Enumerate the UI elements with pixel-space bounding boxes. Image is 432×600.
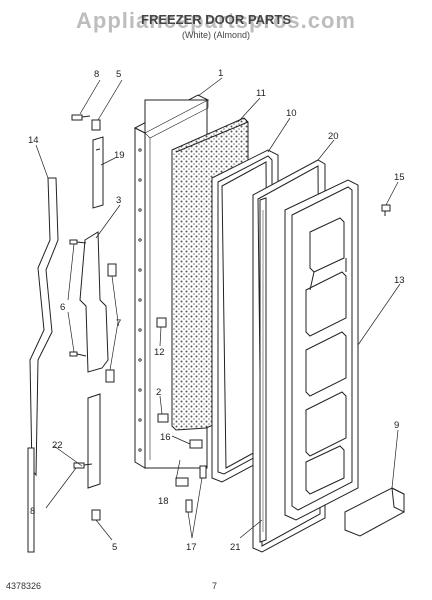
part-handle[interactable] (79, 231, 109, 373)
part-door-liner[interactable] (284, 179, 359, 521)
document-number: 4378326 (6, 581, 42, 591)
part-lower-handle-bracket[interactable] (87, 393, 101, 489)
screw-icon[interactable] (71, 114, 91, 121)
watermark-text: Appliancepartspros.com (76, 8, 356, 33)
screw-icon[interactable] (69, 239, 87, 245)
callout-label: 21 (230, 542, 241, 553)
screw-icon[interactable] (185, 499, 193, 513)
part-door-trim-strip[interactable] (259, 197, 267, 543)
callout-label: 1 (218, 68, 223, 79)
part-lower-trim[interactable] (27, 447, 35, 553)
callout-label: 5 (116, 69, 121, 80)
part-door-stop[interactable] (157, 413, 169, 423)
plug-icon[interactable] (91, 119, 101, 131)
callout-label: 10 (286, 108, 297, 119)
callout-label: 6 (60, 302, 65, 313)
callout-label: 3 (116, 195, 121, 206)
callout-label: 7 (116, 318, 121, 329)
screw-icon[interactable] (199, 465, 207, 479)
part-upper-handle-bracket[interactable] (92, 136, 104, 209)
diagram-subtitle: (White) (Almond) (181, 30, 250, 40)
callout-label: 12 (154, 347, 165, 358)
callout-label: 22 (52, 440, 63, 451)
part-handle-trim[interactable] (29, 177, 59, 477)
part-bracket[interactable] (156, 317, 167, 328)
screw-icon[interactable] (381, 204, 391, 216)
callout-label: 5 (112, 542, 117, 553)
callout-label: 15 (394, 172, 405, 183)
plug-icon[interactable] (91, 509, 101, 521)
page-number: 7 (212, 581, 218, 591)
callout-label: 17 (186, 542, 197, 553)
screw-icon[interactable] (73, 462, 93, 469)
callout-label: 16 (160, 432, 171, 443)
callout-label: 8 (94, 69, 99, 80)
part-cam[interactable] (175, 477, 189, 487)
part-hinge[interactable] (189, 439, 203, 449)
callout-label: 14 (28, 135, 39, 146)
diagram-title: FREEZER DOOR PARTS (141, 12, 291, 27)
callout-label: 20 (328, 131, 339, 142)
clip-icon[interactable] (107, 263, 117, 277)
callout-label: 8 (30, 506, 35, 517)
callout-label: 11 (256, 88, 266, 99)
callout-label: 18 (158, 496, 169, 507)
callout-label: 19 (114, 150, 125, 161)
screw-icon[interactable] (69, 351, 87, 357)
callout-label: 2 (156, 387, 161, 398)
callout-label: 9 (394, 420, 399, 431)
clip-icon[interactable] (105, 369, 115, 383)
part-door-bin[interactable] (344, 487, 405, 537)
callout-label: 13 (394, 275, 405, 286)
